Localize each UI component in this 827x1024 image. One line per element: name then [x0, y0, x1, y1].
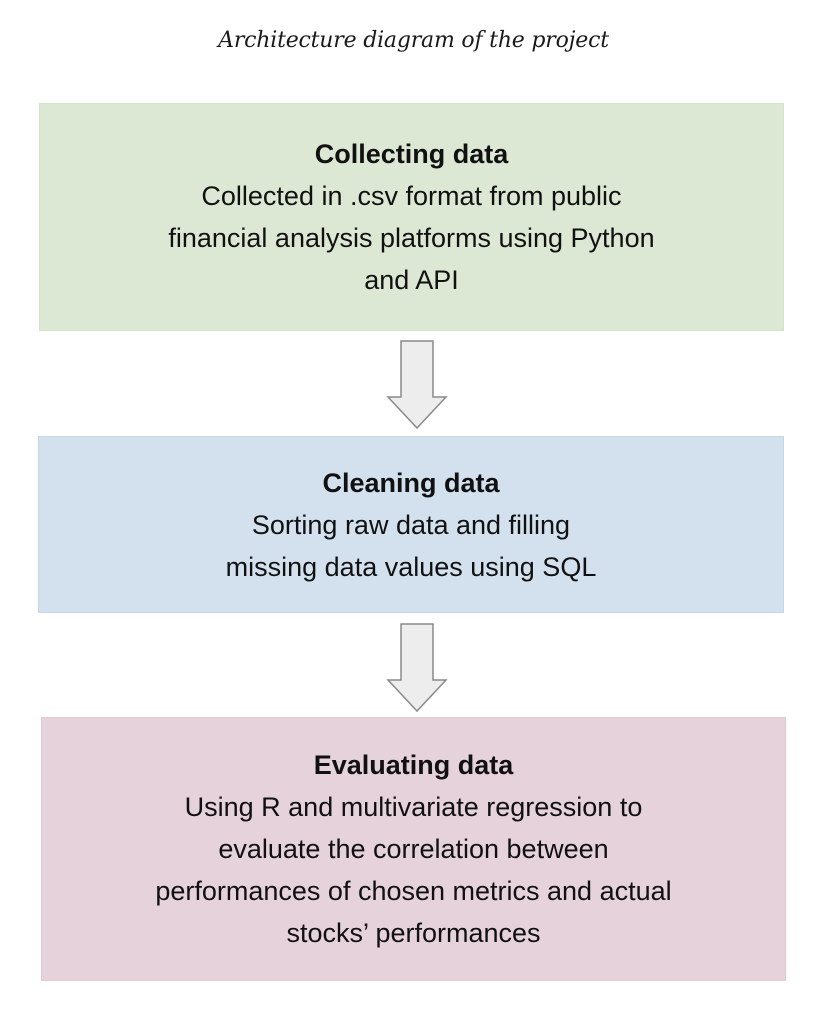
step-title: Collecting data [314, 139, 509, 169]
step-title: Cleaning data [322, 467, 500, 498]
step-collecting-data: Collecting data Collected in .csv format… [39, 103, 784, 331]
step-evaluating-data: Evaluating data Using R and multivariate… [41, 717, 786, 981]
step-description: Sorting raw data and filling missing dat… [225, 509, 597, 582]
arrow-shape [386, 340, 448, 430]
step-description: Collected in .csv format from public fin… [168, 181, 655, 295]
diagram-caption: Architecture diagram of the project [218, 28, 609, 53]
arrow-shape [386, 623, 448, 713]
down-arrow-icon [386, 340, 448, 430]
down-arrow-icon [386, 623, 448, 713]
step-cleaning-data: Cleaning data Sorting raw data and filli… [38, 436, 784, 613]
step-description: Using R and multivariate regression to e… [155, 792, 672, 948]
step-title: Evaluating data [313, 750, 514, 780]
